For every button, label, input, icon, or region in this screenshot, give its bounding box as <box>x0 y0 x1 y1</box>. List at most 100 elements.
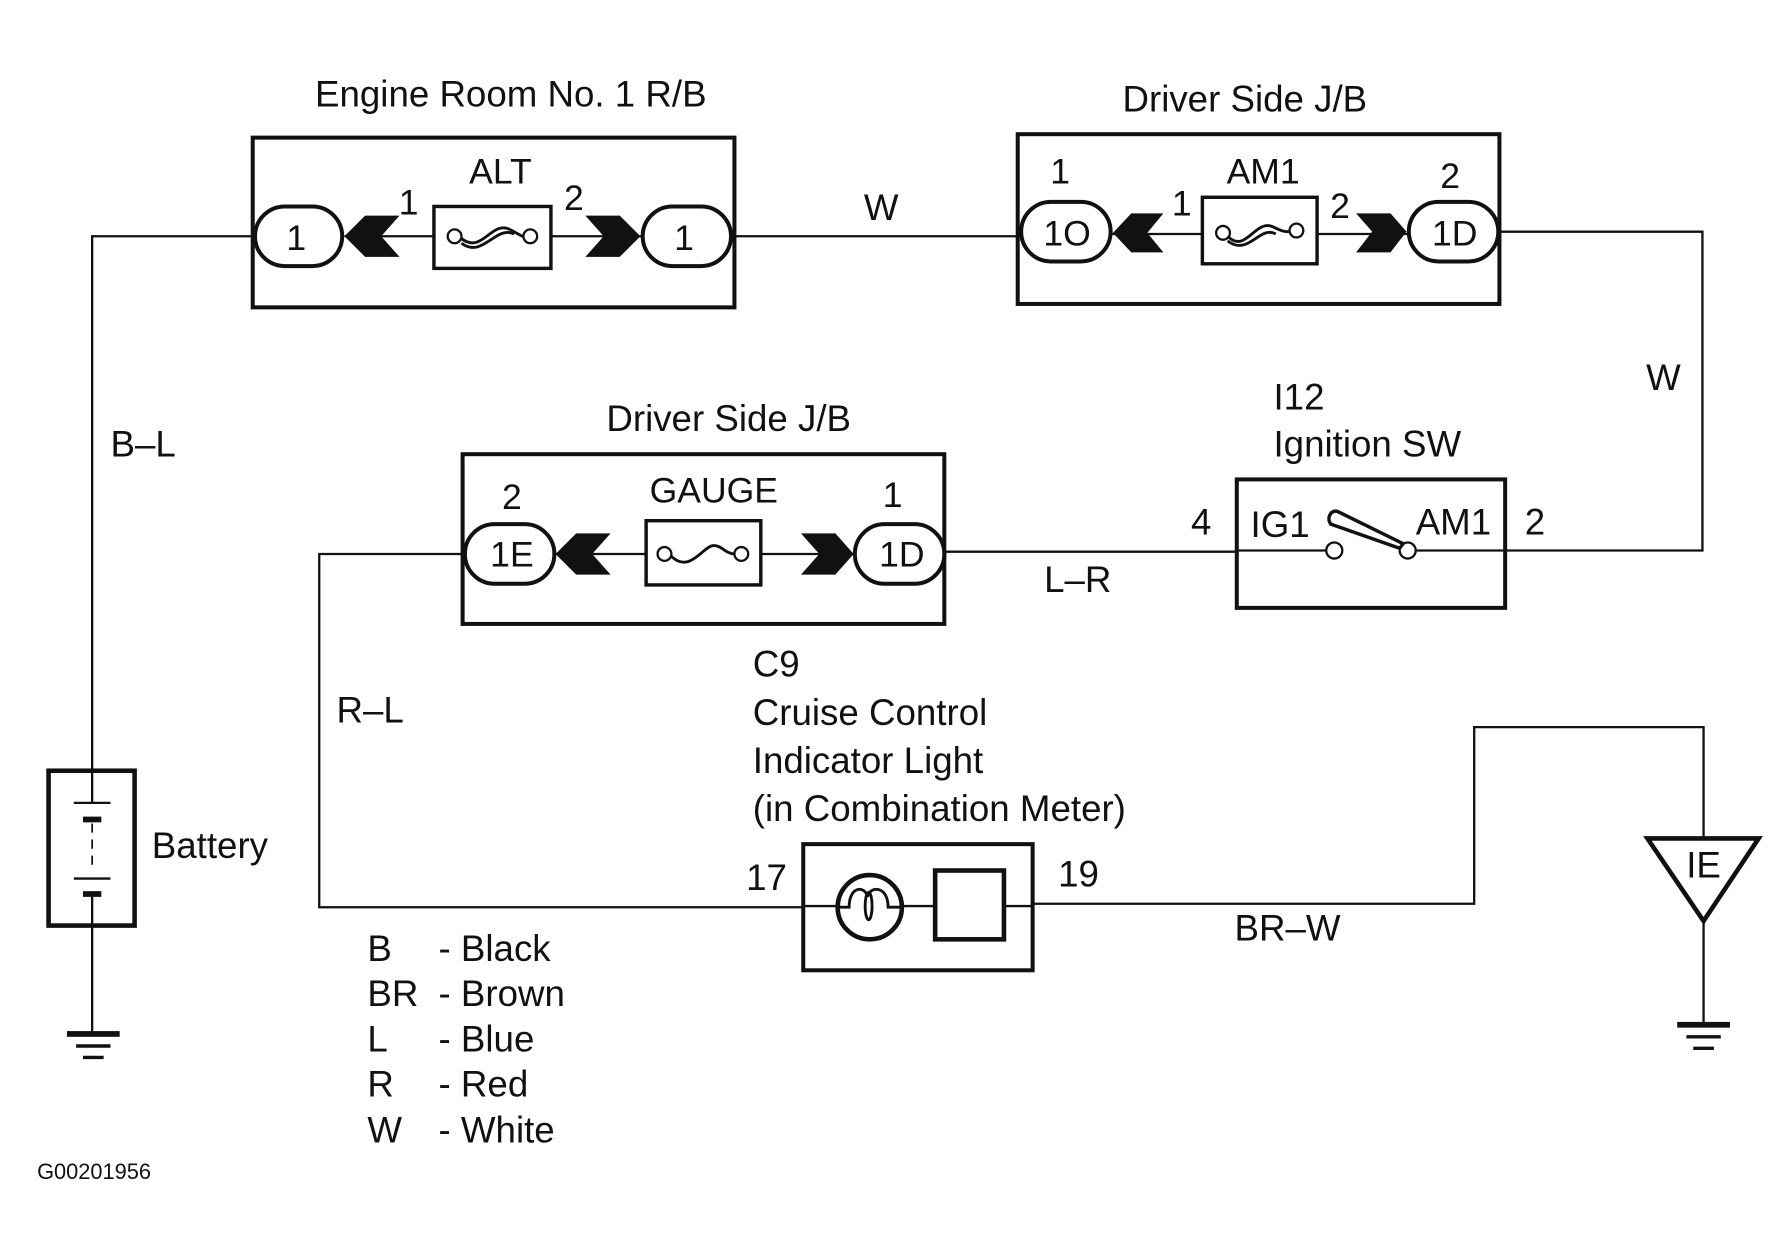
diagram-id-code: G00201956 <box>37 1159 151 1184</box>
ground-point-triangle-icon <box>1643 836 1763 926</box>
arrow-left-icon <box>344 215 400 257</box>
indicator-box <box>801 842 1035 973</box>
indicator-title-2: Indicator Light <box>753 740 983 781</box>
fusible-link-icon <box>460 226 524 245</box>
connector-1d-top <box>1406 199 1501 264</box>
driver-jb-top-title: Driver Side J/B <box>1122 78 1367 119</box>
battery: Battery <box>46 768 269 928</box>
driver-side-jb-gauge: Driver Side J/B 2 GAUGE 1 1E 1D <box>460 398 947 626</box>
wire-label-br-w: BR–W <box>1234 907 1340 948</box>
bulb-filament-icon <box>863 890 874 922</box>
switch-contact-icon <box>1398 541 1417 560</box>
ground-point-ie: IE <box>1643 836 1763 926</box>
wire-label-w-right: W <box>1646 357 1681 398</box>
switch-contact-icon <box>1325 541 1344 560</box>
indicator-pin-19: 19 <box>1058 854 1099 895</box>
indicator-module-icon <box>932 868 1007 942</box>
connector-1-left <box>253 204 345 269</box>
am1-fuse-pin-1: 1 <box>1172 184 1192 224</box>
connector-1-right-label: 1 <box>674 218 694 258</box>
ig1-terminal-label: IG1 <box>1251 504 1310 545</box>
indicator-code: C9 <box>753 644 800 685</box>
legend-color: - Black <box>439 928 552 969</box>
driver-side-jb-am1: Driver Side J/B 1 AM1 2 1O 1 2 1D <box>1015 78 1502 306</box>
battery-label: Battery <box>152 825 269 866</box>
arrow-left-icon <box>1112 213 1164 253</box>
arrow-right-icon <box>585 215 641 257</box>
switch-lever-icon <box>1327 509 1406 551</box>
indicator-title-3: (in Combination Meter) <box>753 788 1126 829</box>
wire-label-w-top: W <box>864 187 899 228</box>
ground-bar <box>1677 1021 1730 1028</box>
arrow-left-icon <box>555 533 611 575</box>
am1-left-pin: 1 <box>1050 152 1070 192</box>
alt-fuse-label: ALT <box>469 152 532 192</box>
alt-pin-2: 2 <box>564 178 584 218</box>
fusible-link-icon <box>460 231 515 249</box>
ground-icon <box>1677 1021 1730 1051</box>
connector-1-left-label: 1 <box>286 218 306 258</box>
connector-1o-label: 1O <box>1043 213 1090 253</box>
wire-br-w <box>1032 726 1705 905</box>
fuse-terminal-icon <box>1288 222 1305 239</box>
am1-right-pin: 2 <box>1440 156 1460 196</box>
legend-color: - Blue <box>439 1019 535 1060</box>
legend-code: W <box>367 1109 402 1150</box>
arrow-right-icon <box>800 533 854 575</box>
legend-color: - Red <box>439 1063 529 1104</box>
connector-1e-label: 1E <box>490 535 533 575</box>
engine-room-relay-block: Engine Room No. 1 R/B ALT 1 1 2 1 <box>250 74 737 310</box>
legend-code: R <box>367 1063 394 1104</box>
ignition-switch: I12 Ignition SW 4 2 IG1 AM1 <box>1191 376 1545 610</box>
am1-terminal-label: AM1 <box>1416 501 1491 542</box>
cruise-indicator-light: C9 Cruise Control Indicator Light (in Co… <box>746 644 1126 973</box>
gauge-right-pin: 1 <box>883 475 903 515</box>
legend-code: L <box>367 1019 387 1060</box>
legend-color: - Brown <box>439 973 565 1014</box>
legend-code: B <box>367 928 391 969</box>
fuse-terminal-icon <box>656 545 673 562</box>
fusible-link-icon <box>1226 230 1277 247</box>
ground-point-label: IE <box>1686 844 1721 885</box>
driver-jb-top-box <box>1015 132 1502 306</box>
wire-label-b-l: B–L <box>111 423 176 464</box>
am1-fuse-pin-2: 2 <box>1330 186 1350 226</box>
ignition-pin-2: 2 <box>1525 501 1545 542</box>
legend-color: - White <box>439 1109 555 1150</box>
ignition-title: Ignition SW <box>1273 423 1461 464</box>
fuse-terminal-icon <box>522 228 539 245</box>
ignition-pin-4: 4 <box>1191 501 1211 542</box>
alt-pin-1: 1 <box>399 182 419 222</box>
am1-fuse-label: AM1 <box>1227 152 1300 192</box>
ignition-code: I12 <box>1273 376 1324 417</box>
connector-1d-gauge <box>852 522 947 586</box>
engine-room-title: Engine Room No. 1 R/B <box>315 74 707 115</box>
connector-1o <box>1019 199 1113 264</box>
wire-label-l-r: L–R <box>1044 559 1111 600</box>
engine-room-box <box>250 135 737 310</box>
connector-1d-top-label: 1D <box>1432 213 1477 253</box>
wire-b-l <box>91 235 256 771</box>
connector-1d-gauge-label: 1D <box>879 535 924 575</box>
ground-bar <box>66 1031 120 1037</box>
driver-jb-gauge-box <box>460 452 947 626</box>
indicator-title-1: Cruise Control <box>753 692 987 733</box>
connector-1-right <box>640 204 733 269</box>
battery-plate-icon <box>82 816 102 823</box>
indicator-pin-17: 17 <box>746 857 787 898</box>
connector-1e <box>462 522 557 586</box>
wire-r-l <box>318 552 804 909</box>
gauge-fuse-label: GAUGE <box>650 470 778 510</box>
wire-color-legend: B - Black BR - Brown L - Blue R - Red W … <box>367 928 565 1150</box>
legend-code: BR <box>367 973 418 1014</box>
gauge-left-pin: 2 <box>502 477 522 517</box>
ground-icon <box>66 1031 120 1060</box>
fusible-link-icon <box>1226 224 1290 243</box>
fuse-terminal-icon <box>733 545 750 562</box>
fuse-terminal-icon <box>1214 224 1232 241</box>
ignition-switch-box <box>1234 477 1508 610</box>
driver-jb-gauge-title: Driver Side J/B <box>606 398 851 439</box>
fuse-icon <box>670 544 735 564</box>
arrow-right-icon <box>1356 213 1407 253</box>
